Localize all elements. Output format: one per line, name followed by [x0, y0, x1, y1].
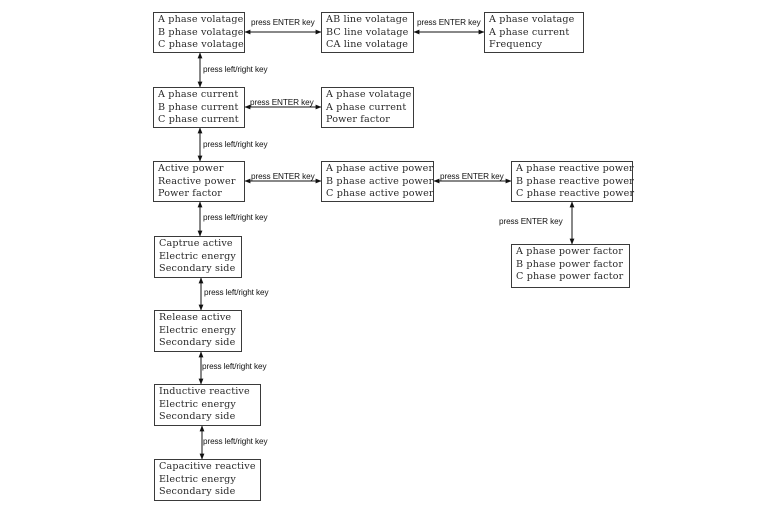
node-phase-power-factor: A phase power factor B phase power facto… — [511, 244, 630, 288]
node-phase-reactive-power: A phase reactive power B phase reactive … — [511, 161, 635, 202]
node-line: A phase volatage — [158, 14, 244, 25]
node-line: BC line volatage — [326, 26, 409, 38]
node-line: C phase active power — [326, 188, 434, 199]
node-line: C phase reactive power — [516, 188, 635, 199]
node-line: Electric energy — [159, 398, 236, 410]
node-line: C phase current — [158, 114, 239, 125]
node-line-voltage: AB line volatage BC line volatage CA lin… — [321, 12, 414, 53]
edge-label-enter: press ENTER key — [499, 217, 563, 226]
node-line: Secondary side — [159, 411, 236, 422]
edge-label-enter: press ENTER key — [417, 18, 481, 27]
node-line: A phase current — [158, 89, 239, 100]
edge-label-enter: press ENTER key — [251, 172, 315, 181]
node-line: Release active — [159, 312, 232, 323]
node-line: Inductive reactive — [159, 386, 250, 397]
node-line: Electric energy — [159, 324, 236, 336]
node-line: B phase power factor — [516, 258, 624, 270]
edge-label-left-right: press left/right key — [203, 140, 268, 149]
node-line: A phase current — [489, 26, 570, 38]
node-voltage-current-power-factor: A phase volatage A phase current Power f… — [321, 87, 414, 128]
node-phase-voltage: A phase volatage B phase volatage C phas… — [153, 12, 245, 53]
edge-label-left-right: press left/right key — [204, 288, 269, 297]
edge-label-left-right: press left/right key — [203, 437, 268, 446]
node-phase-current: A phase current B phase current C phase … — [153, 87, 245, 128]
node-line: AB line volatage — [326, 14, 408, 25]
node-line: Frequency — [489, 39, 543, 50]
node-line: Active power — [158, 163, 224, 174]
edge-label-enter: press ENTER key — [250, 98, 314, 107]
node-power: Active power Reactive power Power factor — [153, 161, 245, 202]
node-line: Capacitive reactive — [159, 461, 256, 472]
node-line: B phase reactive power — [516, 175, 634, 187]
node-line: CA line volatage — [326, 39, 409, 50]
edge-label-enter: press ENTER key — [251, 18, 315, 27]
node-capacitive-reactive-energy: Capacitive reactive Electric energy Seco… — [154, 459, 261, 501]
node-inductive-reactive-energy: Inductive reactive Electric energy Secon… — [154, 384, 261, 426]
node-line: Reactive power — [158, 175, 236, 187]
edge-label-left-right: press left/right key — [202, 362, 267, 371]
node-line: Power factor — [158, 188, 223, 199]
node-line: Secondary side — [159, 486, 236, 497]
node-line: C phase power factor — [516, 271, 624, 282]
edge-label-enter: press ENTER key — [440, 172, 504, 181]
node-line: A phase volatage — [489, 14, 575, 25]
node-line: A phase volatage — [326, 89, 412, 100]
node-line: Power factor — [326, 114, 391, 125]
node-line: C phase volatage — [158, 39, 244, 50]
node-line: A phase current — [326, 101, 407, 113]
node-line: A phase active power — [326, 163, 434, 174]
edge-label-left-right: press left/right key — [203, 213, 268, 222]
node-line: B phase volatage — [158, 26, 244, 38]
node-line: Secondary side — [159, 337, 236, 348]
node-line: A phase reactive power — [516, 163, 634, 174]
node-line: A phase power factor — [516, 246, 623, 257]
node-line: Captrue active — [159, 238, 233, 249]
node-line: B phase active power — [326, 175, 434, 187]
node-release-active-energy: Release active Electric energy Secondary… — [154, 310, 242, 352]
node-phase-active-power: A phase active power B phase active powe… — [321, 161, 434, 202]
node-line: B phase current — [158, 101, 239, 113]
node-line: Electric energy — [159, 473, 236, 485]
node-line: Electric energy — [159, 250, 236, 262]
node-line: Secondary side — [159, 263, 236, 274]
node-voltage-current-frequency: A phase volatage A phase current Frequen… — [484, 12, 584, 53]
edge-label-left-right: press left/right key — [203, 65, 268, 74]
node-captrue-active-energy: Captrue active Electric energy Secondary… — [154, 236, 242, 278]
